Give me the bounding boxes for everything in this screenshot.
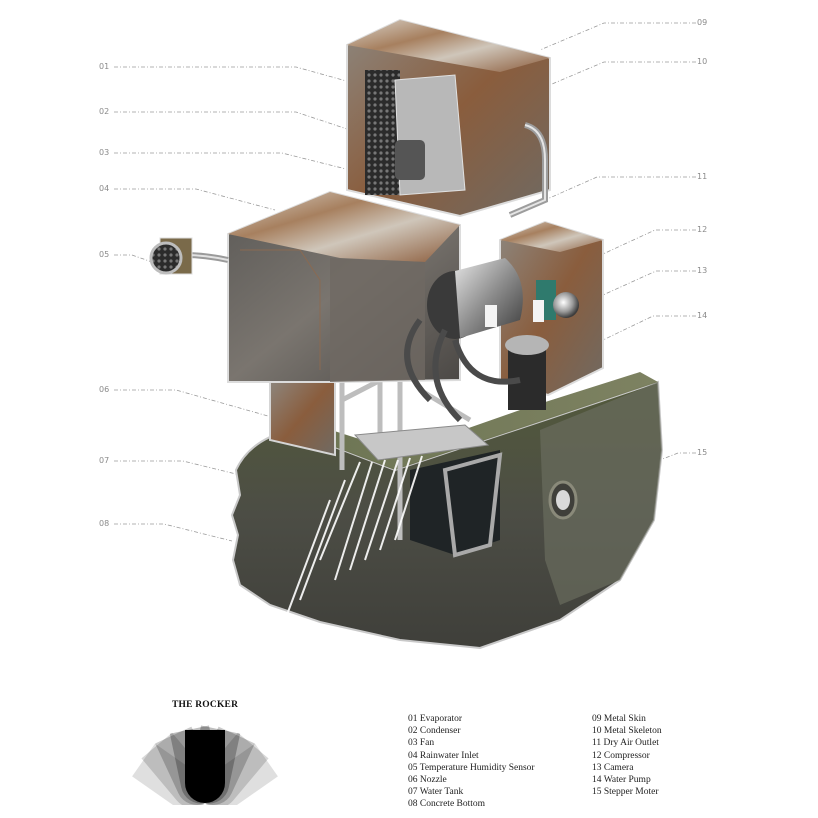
legend-item: 04 Rainwater Inlet: [408, 750, 479, 761]
legend-item: 05 Temperature Humidity Sensor: [408, 762, 535, 773]
temperature-humidity-sensor: [149, 241, 183, 275]
callout-11: 11: [697, 172, 708, 181]
callout-12: 12: [697, 225, 708, 234]
legend-column-2: 09 Metal Skin 10 Metal Skeleton 11 Dry A…: [592, 713, 662, 798]
leader-lines-left: [114, 66, 351, 542]
callout-07: 07: [99, 456, 110, 465]
rocker-title: THE ROCKER: [172, 700, 239, 710]
callout-08: 08: [99, 519, 110, 528]
leader-lines-right: [539, 22, 696, 461]
legend-item: 13 Camera: [592, 762, 634, 773]
callout-02: 02: [99, 107, 110, 116]
condenser: [365, 70, 400, 195]
callout-06: 06: [99, 385, 110, 394]
legend-item: 15 Stepper Moter: [592, 787, 659, 798]
water-tank: [442, 452, 503, 558]
callout-13: 13: [697, 266, 708, 275]
callout-14: 14: [697, 311, 708, 320]
legend-item: 14 Water Pump: [592, 775, 651, 786]
legend-item: 10 Metal Skeleton: [592, 726, 662, 737]
callout-05: 05: [99, 250, 110, 259]
legend-item: 02 Condenser: [408, 726, 461, 737]
callout-10: 10: [697, 57, 708, 66]
legend-item: 06 Nozzle: [408, 775, 447, 786]
fan: [395, 140, 425, 180]
callout-09: 09: [697, 18, 708, 27]
legend-item: 09 Metal Skin: [592, 714, 646, 724]
legend-item: 03 Fan: [408, 738, 435, 749]
callout-15: 15: [697, 448, 708, 457]
callout-01: 01: [99, 62, 110, 71]
legend-item: 08 Concrete Bottom: [408, 799, 486, 810]
legend-item: 07 Water Tank: [408, 787, 464, 798]
compressor: [455, 258, 523, 338]
legend-item: 12 Compressor: [592, 750, 650, 761]
legend-item: 01 Evaporator: [408, 714, 463, 724]
legend-column-1: 01 Evaporator 02 Condenser 03 Fan 04 Rai…: [408, 713, 535, 811]
legend-item: 11 Dry Air Outlet: [592, 738, 659, 749]
water-droplets: [228, 617, 284, 664]
nozzle: [353, 424, 490, 461]
callout-03: 03: [99, 148, 110, 157]
callout-04: 04: [99, 184, 110, 193]
water-spray: [284, 455, 423, 621]
rocker-motion-diagram: [132, 725, 278, 805]
camera: [553, 292, 579, 318]
